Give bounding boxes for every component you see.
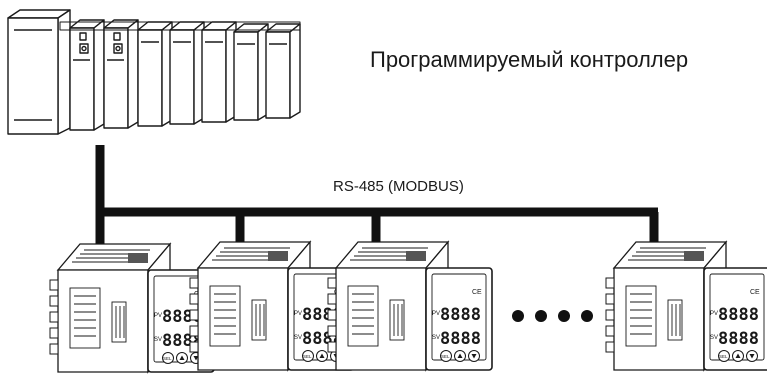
pv-label: PV (432, 311, 440, 317)
sel-button (440, 350, 452, 362)
plc-cpu-module-1 (69, 19, 105, 131)
sel-label: SEL (163, 356, 172, 361)
plc-io-module-2 (169, 21, 205, 125)
ellipsis-dot (535, 310, 547, 322)
plc-io-module-4 (233, 23, 269, 121)
up-arrow-icon (457, 353, 463, 358)
sv-display: 8888 (440, 329, 481, 349)
plc-io-module-3 (201, 21, 237, 123)
pv-label: PV (154, 313, 162, 319)
sel-label: SEL (719, 354, 728, 359)
sel-button (162, 352, 174, 364)
sel-button (718, 350, 730, 362)
ellipsis-dot (581, 310, 593, 322)
down-arrow-icon (193, 356, 199, 361)
ce-mark: CE (750, 289, 760, 296)
up-arrow-icon (319, 353, 325, 358)
sv-display: 8888 (718, 329, 759, 349)
bus-label: RS-485 (MODBUS) (333, 178, 464, 195)
pv-label: PV (294, 311, 302, 317)
ellipsis-dot (512, 310, 524, 322)
rs485-bus (95, 145, 659, 246)
sel-label: SEL (441, 354, 450, 359)
up-arrow-icon (735, 353, 741, 358)
pv-label: PV (710, 311, 718, 317)
plc-label: Программируемый контроллер (370, 47, 689, 72)
sv-label: SV (432, 335, 440, 341)
ce-mark: CE (472, 289, 482, 296)
pv-display: 8888 (718, 305, 759, 325)
sel-button (302, 350, 314, 362)
up-arrow-icon (179, 355, 185, 360)
down-arrow-icon (749, 354, 755, 359)
plc-io-module-5 (265, 23, 301, 119)
pv-display: 8888 (440, 305, 481, 325)
controllers: CEPV8888SV8888SELCEPV8888SV8888SELCEPV88… (49, 241, 767, 373)
plc-din-rail (59, 21, 301, 31)
sv-label: SV (710, 335, 718, 341)
plc-rack (7, 9, 301, 135)
plc-power-module (7, 9, 71, 135)
ellipsis-dot (558, 310, 570, 322)
sv-label: SV (294, 335, 302, 341)
plc-io-module-1 (137, 21, 173, 127)
sel-label: SEL (303, 354, 312, 359)
plc-cpu-module-2 (103, 19, 139, 129)
sv-label: SV (154, 337, 162, 343)
ellipsis-more-devices (512, 310, 593, 322)
down-arrow-icon (471, 354, 477, 359)
